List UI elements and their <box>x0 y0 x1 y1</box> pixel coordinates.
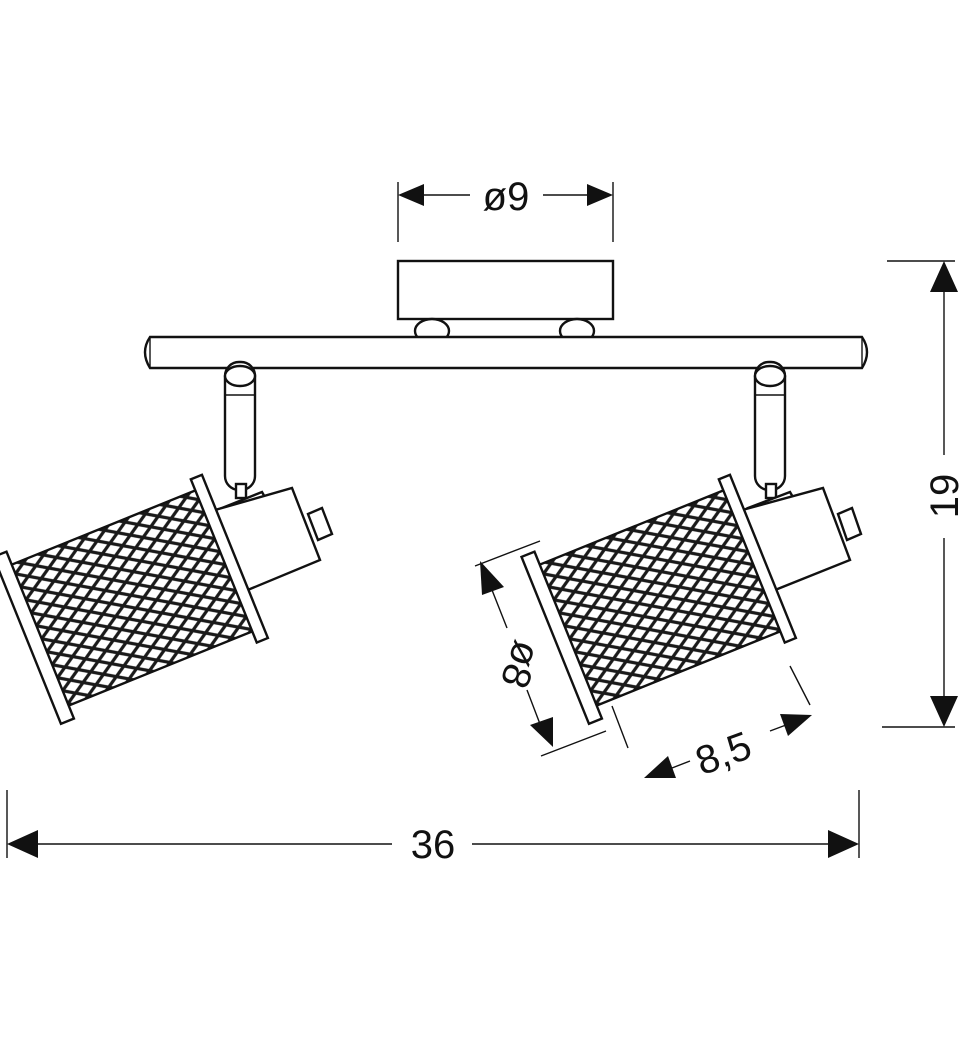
arrowhead <box>398 184 424 206</box>
arrowhead <box>587 184 613 206</box>
arrowhead <box>930 261 958 292</box>
height-dimension: 19 <box>882 260 967 728</box>
right-shade <box>519 473 798 726</box>
arrowhead <box>530 717 553 747</box>
arrowhead <box>7 830 38 858</box>
arrowhead <box>828 830 859 858</box>
shade-diameter-label: ø8 <box>492 635 549 694</box>
left-shade <box>0 473 270 726</box>
ceiling-canopy <box>396 259 615 345</box>
arrowhead <box>780 714 812 736</box>
mounting-bar <box>143 335 869 370</box>
left-spotlight <box>0 360 334 726</box>
right-spotlight <box>519 360 863 726</box>
canopy-diameter-label: ø9 <box>483 175 530 219</box>
total-length-label: 36 <box>411 823 456 867</box>
canopy-diameter-dimension: ø9 <box>397 175 614 242</box>
height-label: 19 <box>923 474 967 519</box>
shade-length-label: 8,5 <box>690 724 757 784</box>
total-length-dimension: 36 <box>6 790 860 867</box>
arrowhead <box>930 696 958 727</box>
arrowhead <box>644 756 676 778</box>
arrowhead <box>480 561 504 595</box>
